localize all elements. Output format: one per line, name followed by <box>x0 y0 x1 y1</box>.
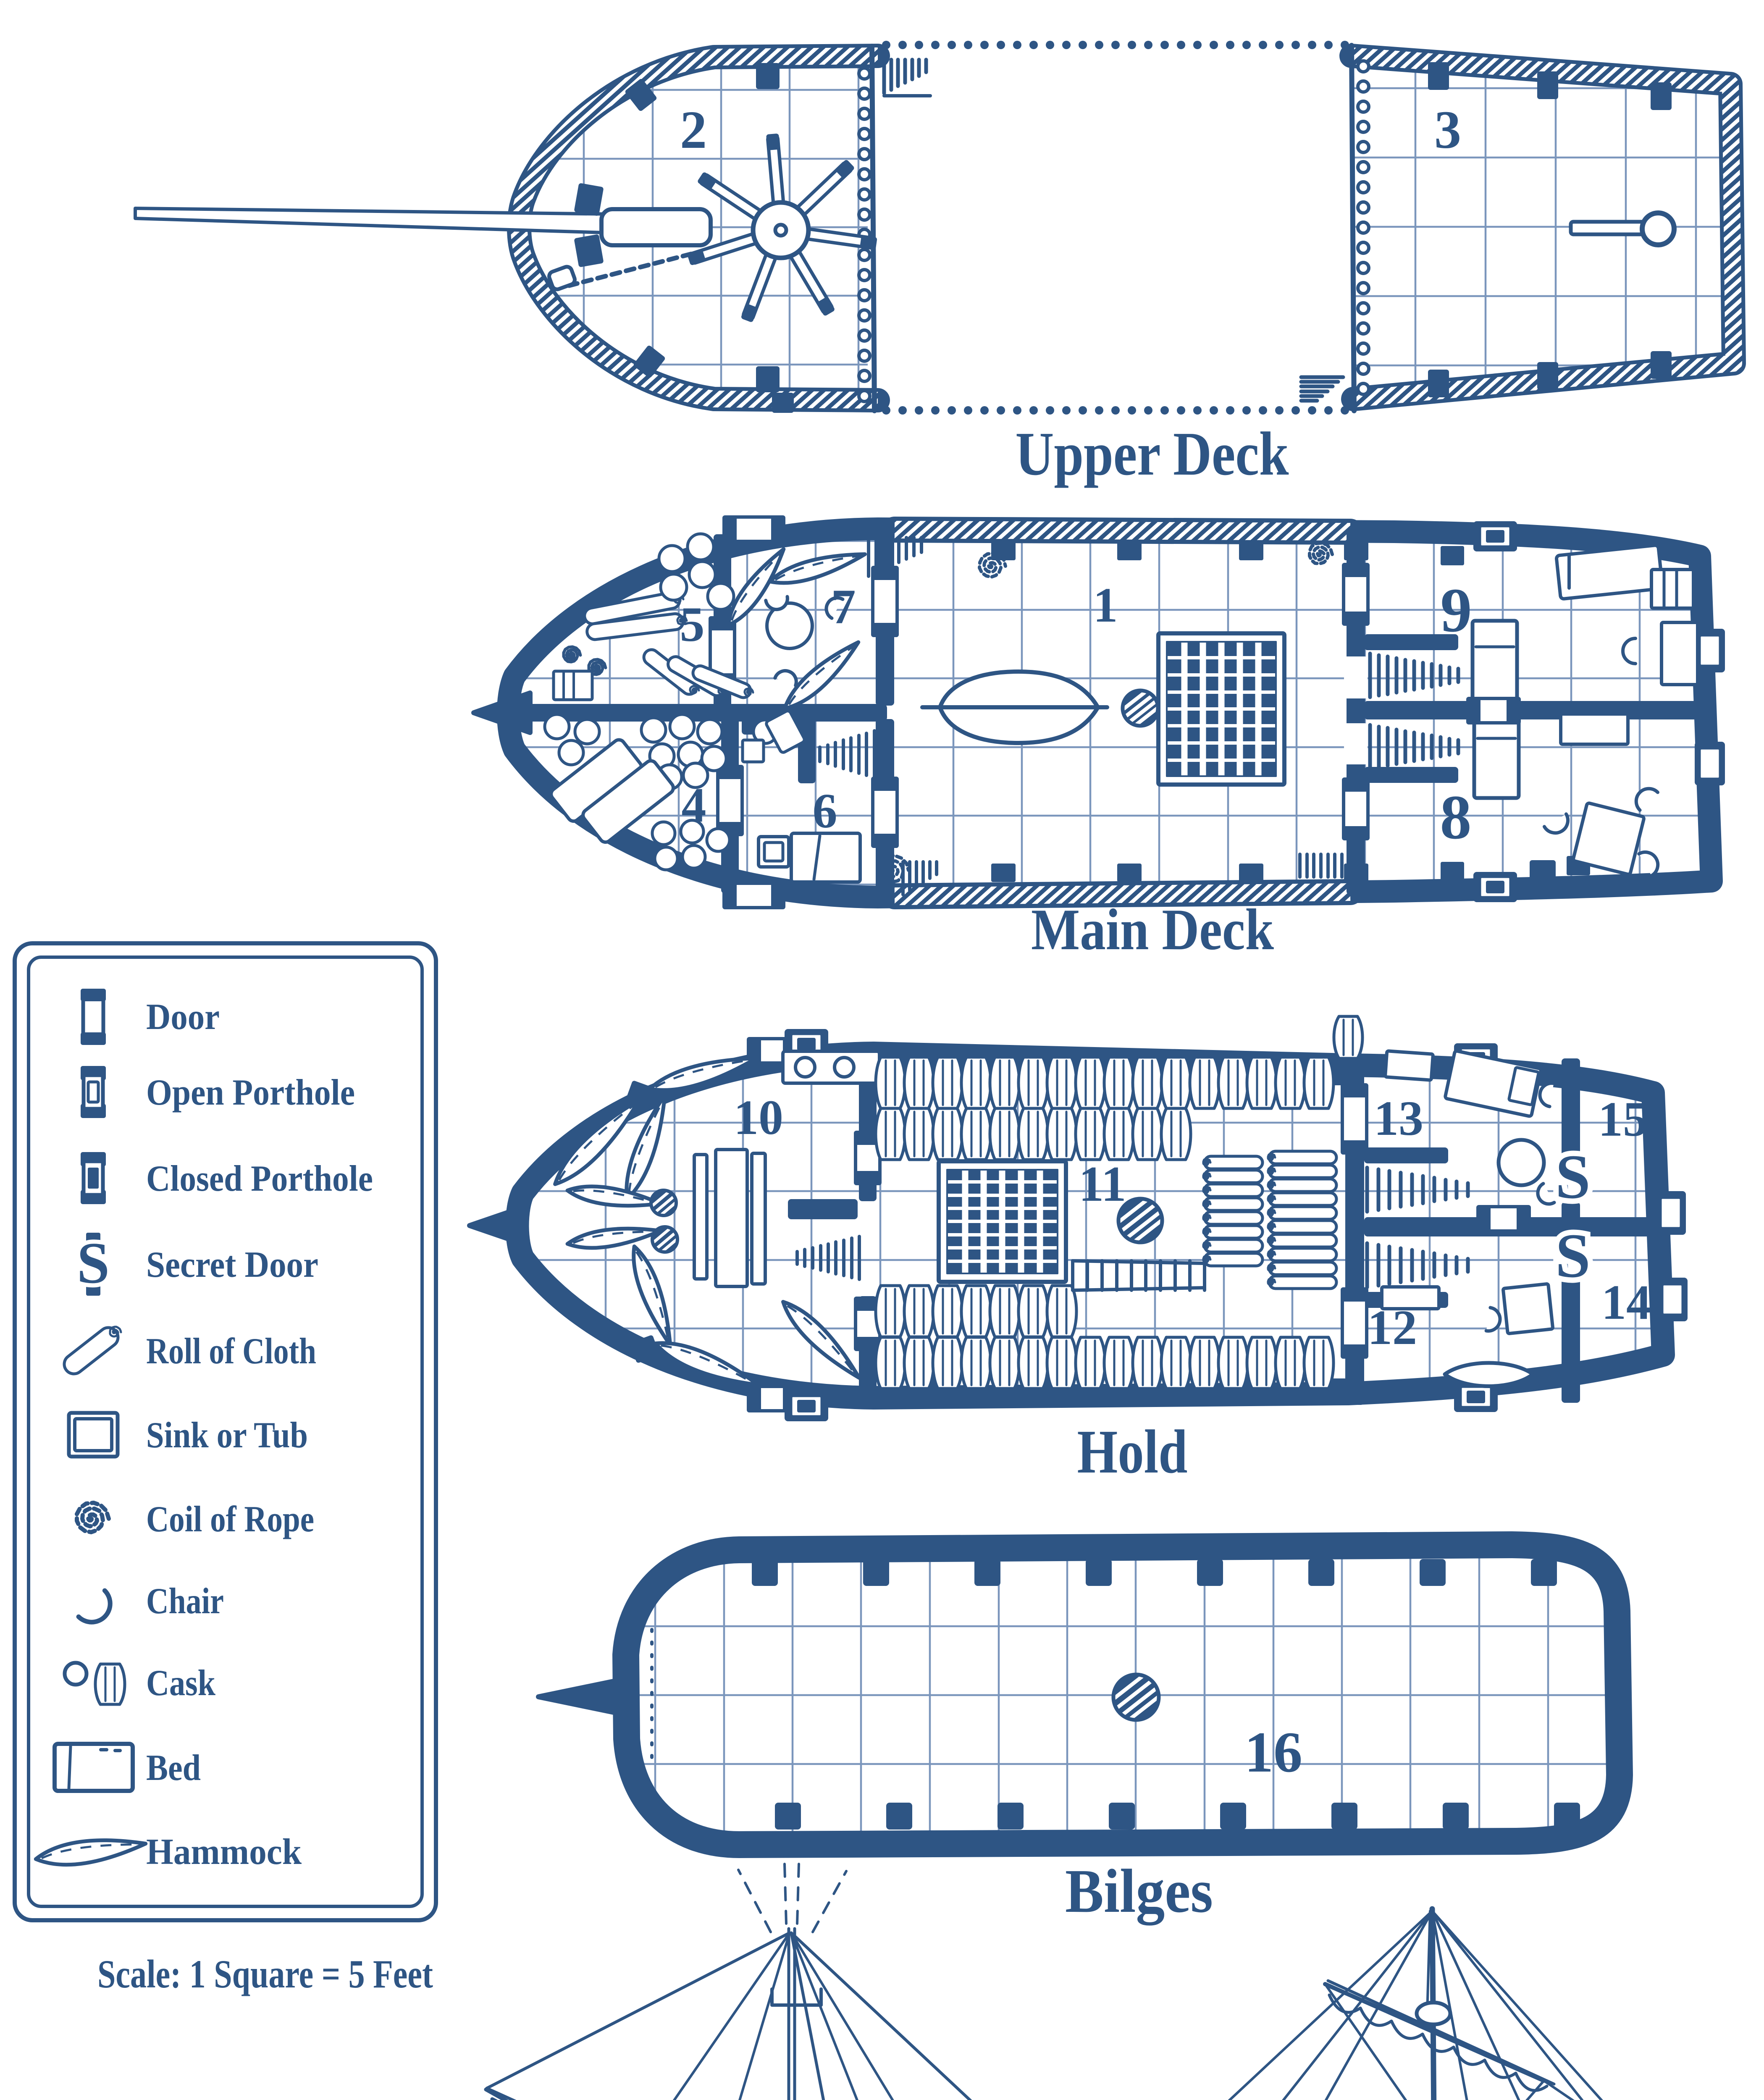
svg-text:12: 12 <box>1368 1300 1417 1355</box>
svg-text:1: 1 <box>1093 578 1118 633</box>
svg-text:S: S <box>1555 1221 1590 1291</box>
svg-text:Sink or Tub: Sink or Tub <box>146 1415 308 1456</box>
svg-text:Door: Door <box>146 997 220 1037</box>
svg-text:Scale: 1 Square = 5 Feet: Scale: 1 Square = 5 Feet <box>97 1952 433 1996</box>
svg-text:Coil of Rope: Coil of Rope <box>146 1499 314 1540</box>
svg-text:2: 2 <box>680 100 707 160</box>
svg-text:14: 14 <box>1601 1275 1651 1330</box>
svg-text:7: 7 <box>831 579 856 634</box>
svg-text:Secret Door: Secret Door <box>146 1244 318 1285</box>
svg-text:Main Deck: Main Deck <box>1031 897 1274 962</box>
svg-text:5: 5 <box>680 597 705 652</box>
svg-text:13: 13 <box>1374 1091 1423 1146</box>
svg-text:9: 9 <box>1441 575 1472 645</box>
svg-text:Hold: Hold <box>1077 1418 1188 1486</box>
svg-text:8: 8 <box>1440 782 1472 852</box>
svg-text:Bilges: Bilges <box>1065 1857 1213 1926</box>
svg-text:6: 6 <box>813 783 837 838</box>
svg-text:3: 3 <box>1434 100 1461 160</box>
svg-text:Roll of Cloth: Roll of Cloth <box>146 1331 316 1372</box>
svg-text:Closed Porthole: Closed Porthole <box>146 1158 373 1199</box>
svg-text:11: 11 <box>1079 1156 1126 1212</box>
svg-text:15: 15 <box>1598 1092 1648 1147</box>
svg-text:10: 10 <box>734 1090 783 1145</box>
svg-text:4: 4 <box>682 777 706 832</box>
svg-text:Open Porthole: Open Porthole <box>146 1072 355 1113</box>
svg-text:Cask: Cask <box>146 1663 215 1704</box>
svg-text:Chair: Chair <box>146 1581 224 1622</box>
svg-text:Hammock: Hammock <box>146 1832 302 1872</box>
svg-text:16: 16 <box>1244 1720 1302 1784</box>
svg-text:Upper Deck: Upper Deck <box>1016 420 1289 488</box>
svg-text:S: S <box>1555 1142 1590 1212</box>
svg-text:Bed: Bed <box>146 1748 201 1788</box>
svg-text:S: S <box>77 1231 110 1296</box>
